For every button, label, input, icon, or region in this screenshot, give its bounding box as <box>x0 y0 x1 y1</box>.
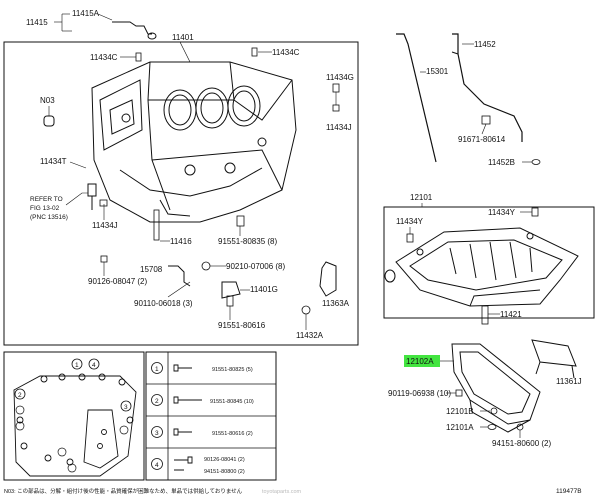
box-callout-4: 4 <box>92 362 96 369</box>
label-91551-80835: 91551-80835 (8) <box>218 237 277 246</box>
legend-part-1: 91551-80825 (5) <box>212 367 253 373</box>
label-15301: 15301 <box>426 67 449 76</box>
legend-part-2: 91551-80845 (10) <box>210 399 254 405</box>
bolt-pattern-box <box>3 351 145 481</box>
label-11434J-right: 11434J <box>326 123 352 132</box>
label-11416: 11416 <box>170 237 192 246</box>
oil-jet-icon <box>168 265 191 287</box>
legend-number-4: 4 <box>155 462 159 469</box>
figure-id: 119477B <box>556 488 582 495</box>
label-11415A: 11415A <box>72 9 100 18</box>
label-12101A: 12101A <box>446 423 474 432</box>
legend-bolt-icon-2 <box>173 396 202 404</box>
legend-bolt-icon-1 <box>173 364 192 372</box>
label-11434Y-left: 11434Y <box>396 217 424 226</box>
box-callout-1: 1 <box>75 362 79 369</box>
label-12101B: 12101B <box>446 407 474 416</box>
engine-block-frame <box>3 41 359 346</box>
label-11401G: 11401G <box>250 285 278 294</box>
label-94151-80600: 94151-80600 (2) <box>492 439 551 448</box>
label-11401: 11401 <box>172 33 194 42</box>
bolt-icon <box>153 209 160 241</box>
bearing-cap-icon <box>221 281 241 299</box>
label-N03: N03 <box>40 96 55 105</box>
label-11361J: 11361J <box>556 377 582 386</box>
legend-number-3: 3 <box>155 430 159 437</box>
legend-bolt-icon-3 <box>173 428 192 436</box>
label-11452B: 11452B <box>488 158 515 167</box>
cylinder-block-drawing <box>91 61 297 223</box>
upper-oil-pan-drawing <box>395 227 579 307</box>
legend-part-4a: 90126-08041 (2) <box>204 457 245 463</box>
dipstick-guide-icon <box>452 33 523 142</box>
label-11434C-left: 11434C <box>90 53 118 62</box>
label-90210-07006: 90210-07006 (8) <box>226 262 285 271</box>
watermark: toyotaparts.com <box>262 489 302 495</box>
oil-filler-tube-icon <box>112 21 152 35</box>
label-11434T: 11434T <box>40 157 67 166</box>
label-90119-06938: 90119-06938 (10) <box>388 389 451 398</box>
bolt-pattern-drawing <box>13 373 137 477</box>
label-12101: 12101 <box>410 193 433 202</box>
label-11421: 11421 <box>500 310 522 319</box>
label-91551-80616: 91551-80616 <box>218 321 266 330</box>
label-90110-06018: 90110-06018 (3) <box>134 299 193 308</box>
footer-note: N03: この部品は、分解・組付け後の性能・品質確保が困難なため、単品では供給し… <box>4 487 243 495</box>
box-callout-2: 2 <box>18 392 22 399</box>
dipstick-icon <box>396 33 437 163</box>
legend-part-4b: 94151-80800 (2) <box>204 469 245 475</box>
seal-cover-icon <box>319 261 337 297</box>
label-15708: 15708 <box>140 265 163 274</box>
label-11434C-right: 11434C <box>272 48 300 57</box>
label-11434Y-right: 11434Y <box>488 208 516 217</box>
label-11415: 11415 <box>26 18 48 27</box>
box-callout-3: 3 <box>124 404 128 411</box>
refer-line-3: (PNC 13516) <box>30 214 68 221</box>
refer-line-1: REFER TO <box>30 196 63 203</box>
label-11452: 11452 <box>474 40 496 49</box>
label-11434J-left: 11434J <box>92 221 118 230</box>
legend-part-3: 91551-80616 (2) <box>212 431 253 437</box>
legend-number-2: 2 <box>155 398 159 405</box>
label-11363A: 11363A <box>322 299 350 308</box>
legend-stud-icon-4 <box>174 456 193 471</box>
label-12102A: 12102A <box>406 357 434 366</box>
oil-pan-frame <box>383 206 595 319</box>
label-11432A: 11432A <box>296 331 324 340</box>
label-90126-08047: 90126-08047 (2) <box>88 277 147 286</box>
oring-icon <box>384 269 396 283</box>
legend-number-1: 1 <box>155 366 159 373</box>
highlight-12102A <box>404 355 440 367</box>
label-11434G: 11434G <box>326 73 354 82</box>
oil-pressure-sender-icon <box>87 183 97 210</box>
refer-line-2: FIG 13-02 <box>30 205 60 212</box>
lower-oil-pan-drawing <box>451 343 541 433</box>
label-91671-80614: 91671-80614 <box>458 135 506 144</box>
baffle-plate-icon <box>531 339 577 379</box>
